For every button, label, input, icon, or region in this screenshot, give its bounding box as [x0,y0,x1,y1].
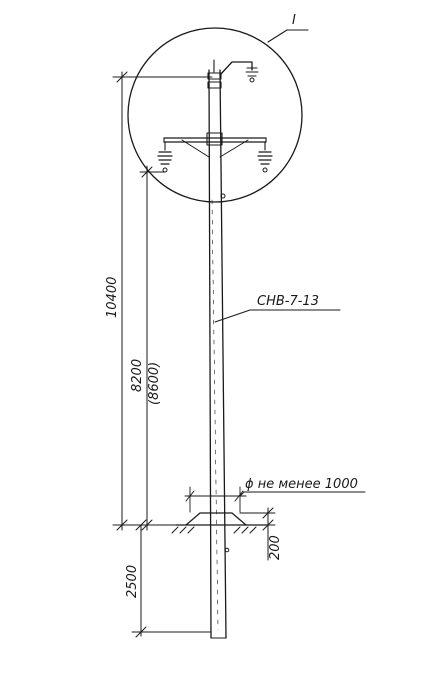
crossarm-assembly [163,132,267,158]
detail-marker: I [292,13,296,28]
detail-leader-line [267,29,288,43]
right-insulator [257,141,273,173]
foundation-label: ϕ не менее 1000 [245,477,358,492]
left-insulator [157,141,173,173]
top-insulator-assembly [207,59,259,89]
pole-shaft [208,69,227,639]
dimension-mound-height-value: 200 [268,535,283,560]
dimension-lower-height-value: 8200 [130,359,145,392]
foundation-mound [171,486,366,561]
dimension-burial-depth-value: 2500 [125,565,140,598]
dimension-lower-height-alt: (8600) [147,362,162,405]
detail-circle [127,27,303,203]
dimension-burial-depth [131,519,212,638]
pole-label: СНВ-7-13 [257,294,319,309]
grounding-hole [220,193,226,199]
dimension-lower-height [139,165,166,531]
dimension-total-height-value: 10400 [105,277,120,318]
dimension-total-height [112,71,213,531]
pole-label-leader [214,309,251,323]
